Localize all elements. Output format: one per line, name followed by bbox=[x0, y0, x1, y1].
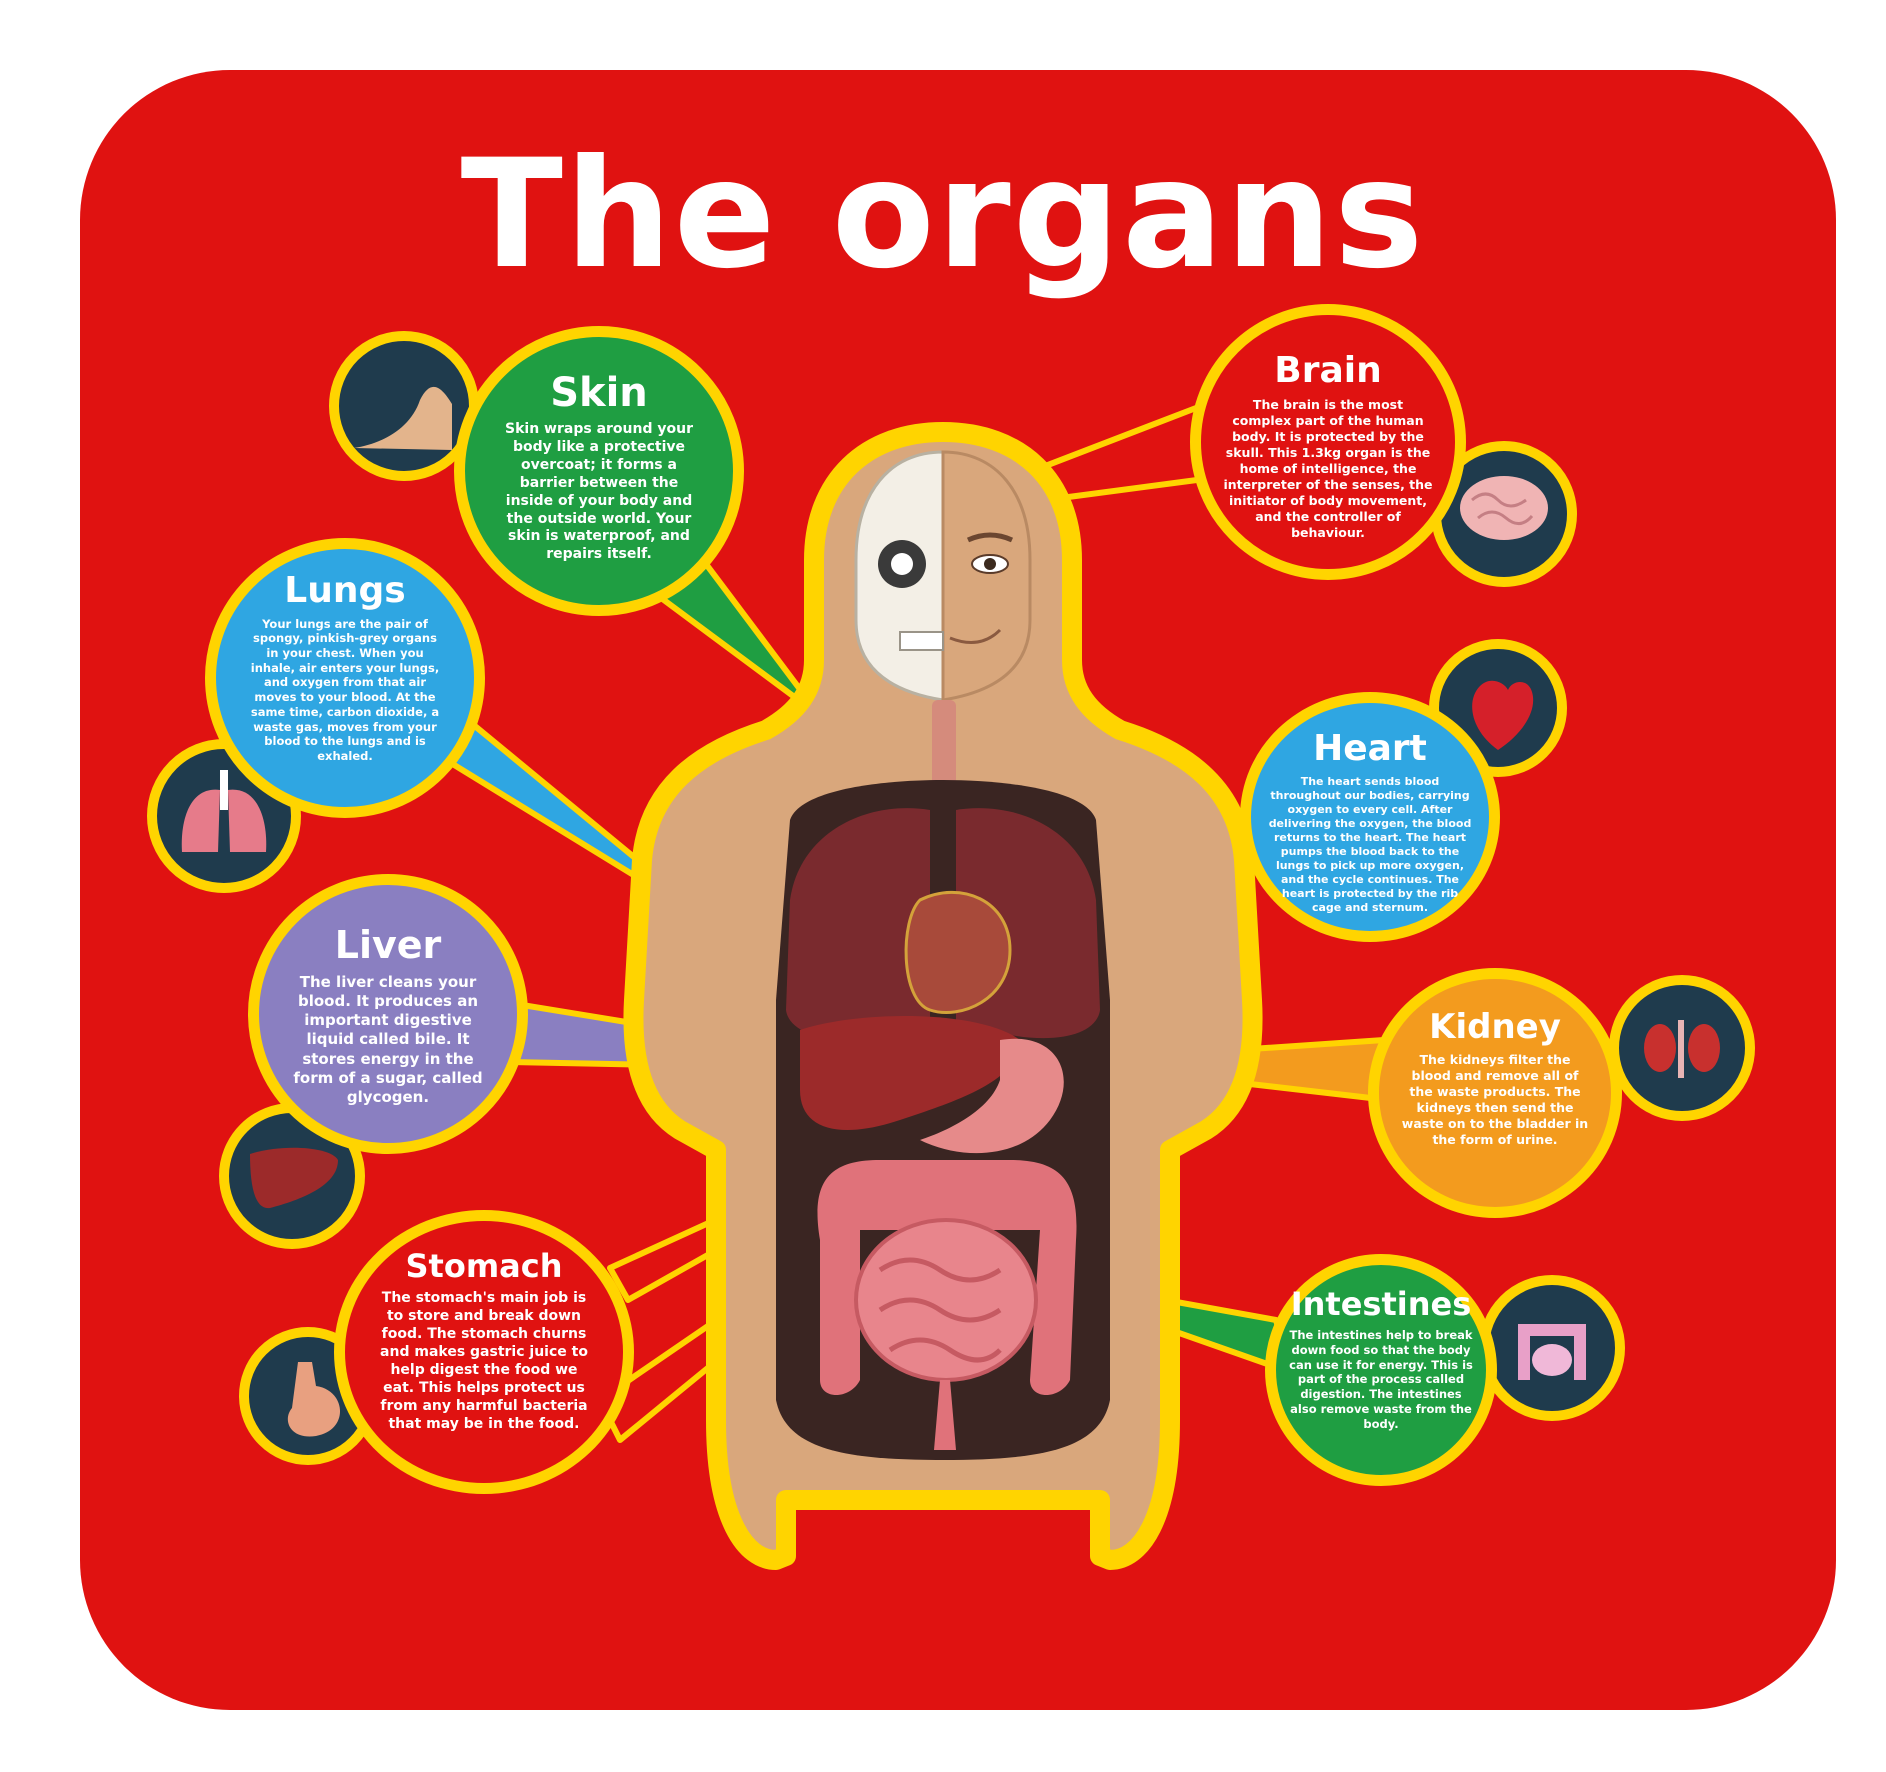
brain-text: The brain is the most complex part of th… bbox=[1223, 396, 1433, 540]
liver-text: The liver cleans your blood. It produces… bbox=[293, 972, 483, 1106]
heart-bubble: Heart The heart sends blood throughout o… bbox=[1240, 692, 1500, 942]
human-torso bbox=[623, 422, 1263, 1570]
skin-icon bbox=[329, 331, 479, 481]
small-intestine bbox=[854, 1218, 1038, 1382]
skull-eye bbox=[891, 553, 913, 575]
kidney-bubble: Kidney The kidneys filter the blood and … bbox=[1368, 968, 1622, 1218]
large-intestine bbox=[817, 1160, 1077, 1395]
lungs-text: Your lungs are the pair of spongy, pinki… bbox=[250, 616, 440, 764]
skull-teeth bbox=[899, 631, 944, 651]
intestines-icon bbox=[1479, 1275, 1625, 1421]
stomach-bubble: Stomach The stomach's main job is to sto… bbox=[334, 1210, 634, 1494]
liver-organ bbox=[800, 1016, 1020, 1130]
heart-title: Heart bbox=[1313, 728, 1427, 769]
brain-bubble: Brain The brain is the most complex part… bbox=[1190, 304, 1466, 580]
face-brow bbox=[966, 532, 1014, 543]
lungs-bubble: Lungs Your lungs are the pair of spongy,… bbox=[205, 538, 485, 818]
small-intestine-coils bbox=[878, 1257, 1002, 1363]
skin-text: Skin wraps around your body like a prote… bbox=[505, 421, 693, 563]
brain-title: Brain bbox=[1274, 350, 1382, 391]
trachea bbox=[932, 700, 956, 800]
kidney-title: Kidney bbox=[1429, 1007, 1561, 1047]
intestines-text: The intestines help to break down food s… bbox=[1289, 1328, 1473, 1431]
liver-bubble: Liver The liver cleans your blood. It pr… bbox=[248, 874, 528, 1154]
face-half bbox=[941, 450, 1032, 702]
face-pupil bbox=[984, 558, 996, 570]
lungs-title: Lungs bbox=[284, 570, 406, 611]
heart-organ bbox=[904, 890, 1012, 1014]
left-lung bbox=[786, 808, 930, 1039]
kidney-text: The kidneys filter the blood and remove … bbox=[1401, 1052, 1589, 1148]
heart-text: The heart sends blood throughout our bod… bbox=[1268, 774, 1472, 915]
stomach-organ bbox=[920, 1038, 1064, 1154]
face-smile bbox=[949, 628, 1002, 644]
page-title: The organs bbox=[460, 128, 1426, 302]
intestines-title: Intestines bbox=[1290, 1285, 1472, 1323]
liver-title: Liver bbox=[334, 923, 442, 967]
stomach-title: Stomach bbox=[405, 1247, 563, 1285]
kidney-icon bbox=[1609, 975, 1755, 1121]
skin-bubble: Skin Skin wraps around your body like a … bbox=[454, 326, 744, 616]
intestines-bubble: Intestines The intestines help to break … bbox=[1265, 1254, 1497, 1486]
brain-icon bbox=[1431, 441, 1577, 587]
stomach-text: The stomach's main job is to store and b… bbox=[380, 1290, 588, 1432]
rectum bbox=[934, 1380, 956, 1450]
skin-title: Skin bbox=[550, 370, 648, 416]
